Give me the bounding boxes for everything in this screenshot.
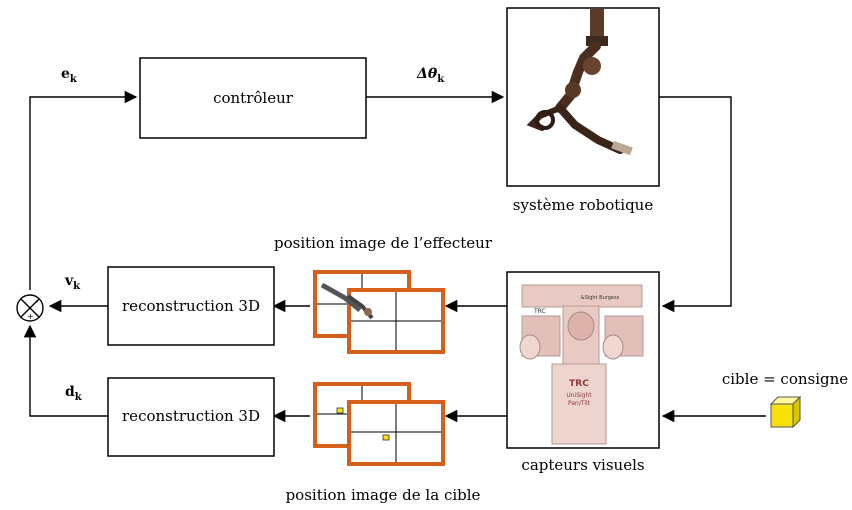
target-cube-icon — [769, 395, 802, 429]
effector-image-caption: position image de l’effecteur — [274, 234, 493, 252]
robot-arm-image — [526, 9, 633, 156]
camera-body-brand: TRC — [569, 379, 589, 389]
reconstruction-bottom-to-summer — [23, 324, 108, 417]
controller-label: contrôleur — [213, 89, 294, 107]
target-image-frames — [313, 382, 445, 466]
camera-body-model: UniSight — [566, 392, 592, 399]
reconstruction-top-label: reconstruction 3D — [122, 297, 260, 315]
reconstruction-bottom-block: reconstruction 3D — [107, 377, 275, 457]
robot-system-block: système robotique — [506, 7, 660, 214]
camera-left-label: TRC — [533, 308, 546, 315]
error-line — [29, 90, 138, 290]
camera-header-label: &Sight Burgess — [581, 295, 620, 301]
robot-to-camera-line — [659, 96, 732, 313]
target-marker-front — [382, 434, 390, 441]
error-signal-label: ek — [61, 66, 78, 85]
summing-junction: - + — [16, 294, 44, 322]
reconstruction-top-block: reconstruction 3D — [107, 266, 275, 346]
desired-signal-label: dk — [65, 384, 83, 403]
delta-theta-label: Δθk — [416, 66, 445, 85]
target-setpoint-caption: cible = consigne — [722, 370, 848, 388]
measured-signal-label: vk — [64, 273, 81, 292]
camera-body-type: Pan/Tilt — [568, 400, 591, 407]
visual-sensors-caption: capteurs visuels — [521, 456, 644, 474]
visual-sensors-block: &Sight Burgess TRC TRC UniSight Pan/Tilt… — [506, 271, 660, 474]
signal-lines — [23, 90, 766, 423]
reconstruction-bottom-label: reconstruction 3D — [122, 407, 260, 425]
target-marker-back — [336, 407, 344, 414]
pan-tilt-camera-image: &Sight Burgess TRC TRC UniSight Pan/Tilt — [519, 284, 644, 445]
summer-plus-sign: + — [27, 312, 34, 321]
controller-block: contrôleur — [139, 57, 367, 139]
effector-image-frames — [313, 270, 445, 354]
summer-minus-sign: - — [35, 297, 38, 307]
target-image-caption: position image de la cible — [286, 486, 481, 504]
robot-system-caption: système robotique — [513, 196, 654, 214]
